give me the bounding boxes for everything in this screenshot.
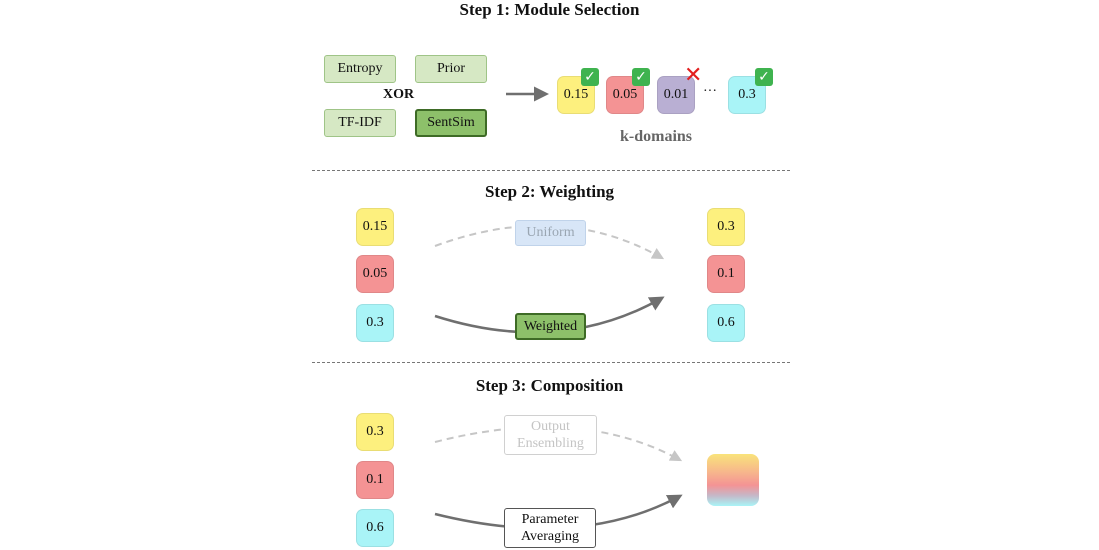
averaging-line-1: Parameter <box>521 512 579 527</box>
input-chip-2: 0.05 <box>356 255 394 293</box>
ensembling-line-2: Ensembling <box>517 436 584 451</box>
method-prior: Prior <box>415 55 487 83</box>
method-entropy: Entropy <box>324 55 396 83</box>
output-chip-2: 0.1 <box>707 255 745 293</box>
method-tf-idf: TF-IDF <box>324 109 396 137</box>
composition-input-2: 0.1 <box>356 461 394 499</box>
domains-label: k-domains <box>620 128 693 145</box>
uniform-label: Uniform <box>515 220 586 246</box>
composition-input-1: 0.3 <box>356 413 394 451</box>
section-divider <box>312 170 790 171</box>
input-chip-3: 0.3 <box>356 304 394 342</box>
cross-icon: ✕ <box>684 63 703 88</box>
weighted-label: Weighted <box>515 313 586 340</box>
merged-module <box>707 454 759 506</box>
output-chip-1: 0.3 <box>707 208 745 246</box>
composition-input-3: 0.6 <box>356 509 394 547</box>
step3-title: Step 3: Composition <box>475 376 624 395</box>
section-divider <box>312 362 790 363</box>
method-sentsim: SentSim <box>415 109 487 137</box>
output-ensembling-label: Output Ensembling <box>504 415 597 455</box>
domain-chip-3: 0.01 <box>657 76 695 114</box>
output-chip-3: 0.6 <box>707 304 745 342</box>
ensembling-line-1: Output <box>531 419 570 434</box>
step2-title: Step 2: Weighting <box>484 182 615 201</box>
step1-title: Step 1: Module Selection <box>459 0 640 19</box>
check-icon: ✓ <box>755 68 773 86</box>
check-icon: ✓ <box>632 68 650 86</box>
domain-chip-1: 0.15 <box>557 76 595 114</box>
averaging-line-2: Averaging <box>520 529 580 544</box>
parameter-averaging-label: Parameter Averaging <box>504 508 596 548</box>
input-chip-1: 0.15 <box>356 208 394 246</box>
ellipsis: ··· <box>703 84 717 99</box>
xor-operator: XOR <box>383 87 415 102</box>
check-icon: ✓ <box>581 68 599 86</box>
